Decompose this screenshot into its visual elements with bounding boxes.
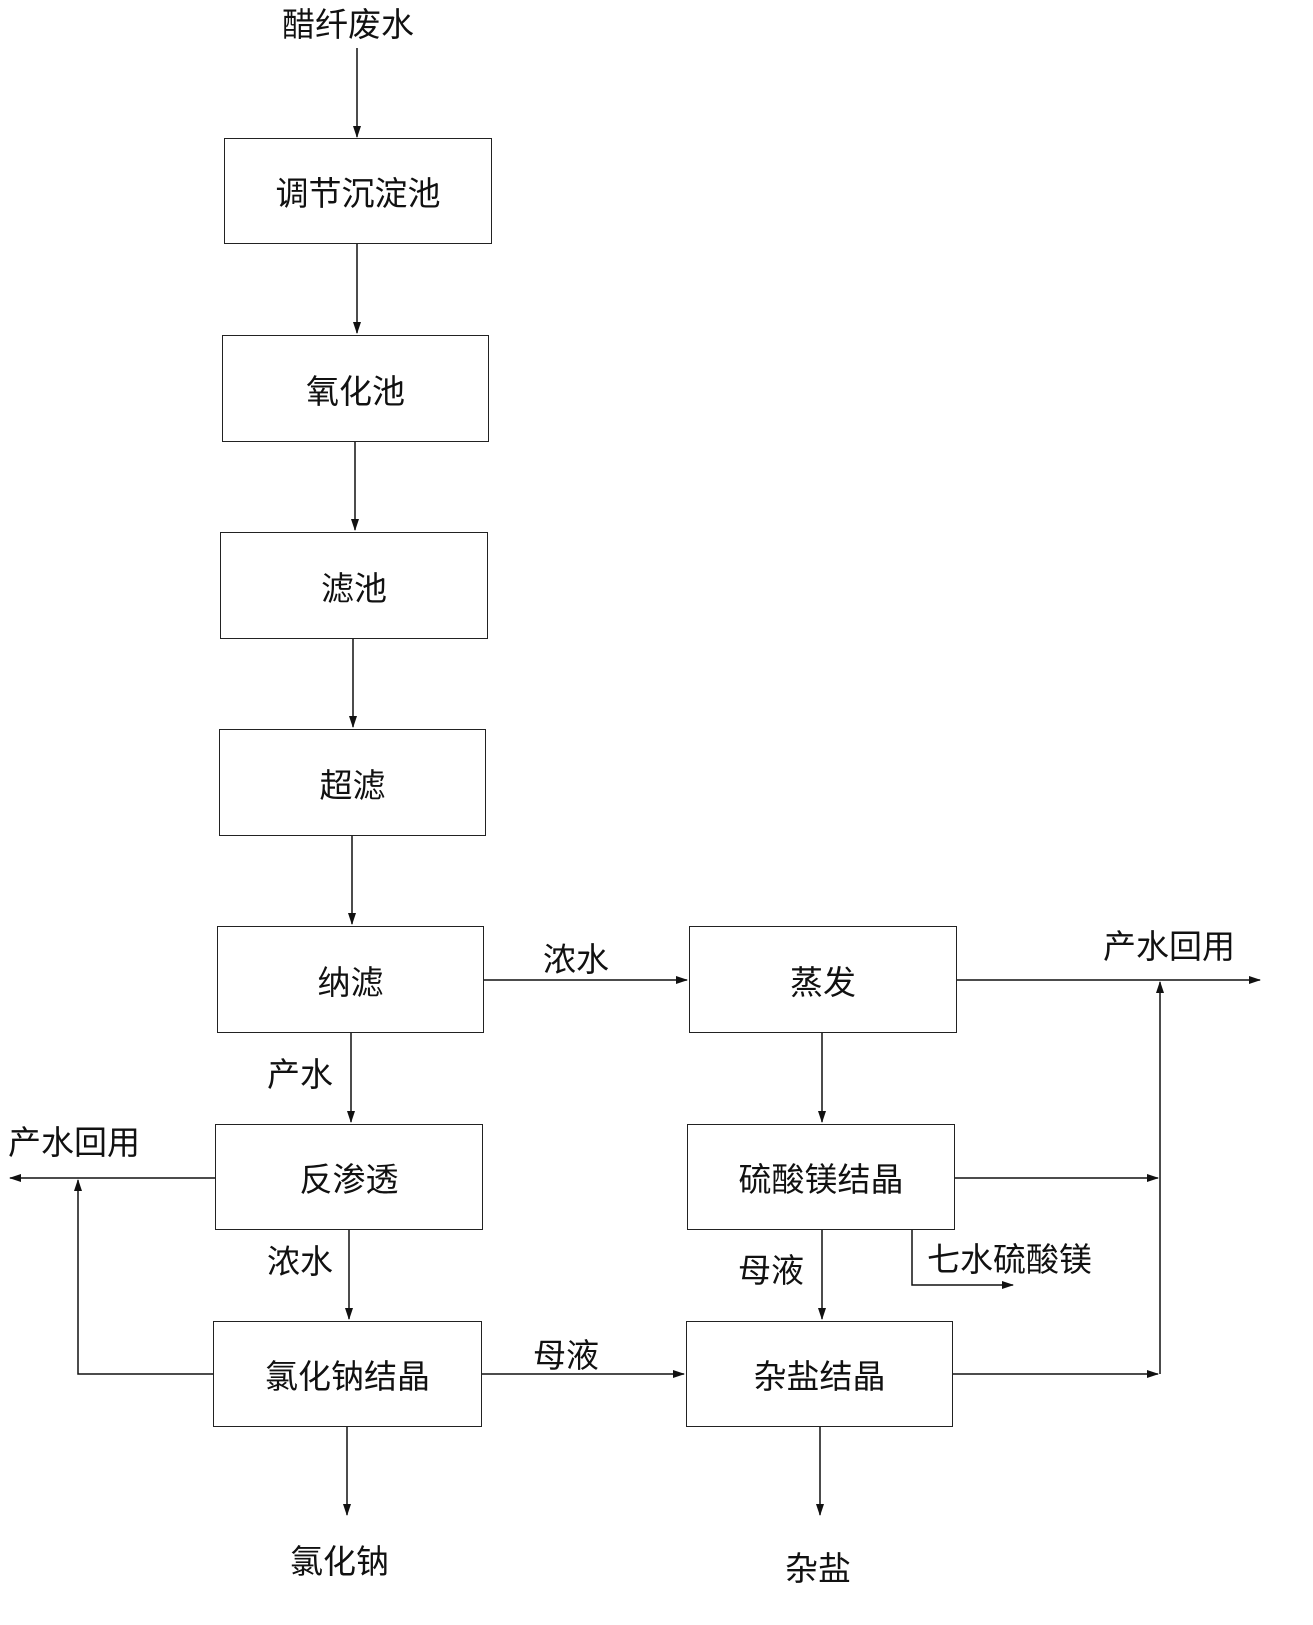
left-water-reuse-label: 产水回用	[8, 1123, 140, 1162]
epsom-salt-output-label: 七水硫酸镁	[927, 1240, 1092, 1279]
reverse-osmosis-label: 反渗透	[299, 1160, 399, 1199]
mixed-salt-crystallization-box: 杂盐结晶	[686, 1321, 953, 1427]
input-wastewater-label: 醋纤废水	[282, 5, 414, 44]
adjust-settling-tank-box: 调节沉淀池	[224, 138, 492, 244]
right-water-reuse-label: 产水回用	[1103, 927, 1235, 966]
nanofiltration-label: 纳滤	[317, 962, 384, 1002]
oxidation-tank-label: 氧化池	[306, 371, 405, 411]
ultrafiltration-box: 超滤	[219, 729, 486, 836]
sodium-chloride-output-label: 氯化钠	[290, 1542, 389, 1581]
nf-product-water-label: 产水	[267, 1055, 333, 1094]
ro-concentrate-label: 浓水	[267, 1242, 333, 1281]
reverse-osmosis-box: 反渗透	[215, 1124, 483, 1230]
nacl-crystallization-box: 氯化钠结晶	[213, 1321, 482, 1427]
evaporation-box: 蒸发	[689, 926, 957, 1033]
arrow-nacl-to-left-reuse	[74, 1179, 213, 1375]
nacl-mother-liquor-label: 母液	[533, 1336, 599, 1375]
filter-tank-box: 滤池	[220, 532, 488, 639]
mgso4-mother-liquor-label: 母液	[738, 1251, 804, 1290]
mixed-salt-crystallization-label: 杂盐结晶	[753, 1357, 886, 1396]
mixed-salt-output-label: 杂盐	[785, 1549, 851, 1588]
arrow-mgso4-to-epsom-salt	[911, 1230, 1014, 1289]
mgso4-crystallization-label: 硫酸镁结晶	[738, 1160, 904, 1199]
evaporation-label: 蒸发	[790, 962, 856, 1002]
nacl-crystallization-label: 氯化钠结晶	[265, 1357, 430, 1396]
ultrafiltration-label: 超滤	[319, 765, 386, 805]
nanofiltration-box: 纳滤	[217, 926, 484, 1033]
filter-tank-label: 滤池	[321, 568, 387, 608]
adjust-settling-tank-label: 调节沉淀池	[275, 174, 441, 213]
oxidation-tank-box: 氧化池	[222, 335, 489, 442]
mgso4-crystallization-box: 硫酸镁结晶	[687, 1124, 955, 1230]
nf-concentrate-label: 浓水	[543, 940, 609, 979]
